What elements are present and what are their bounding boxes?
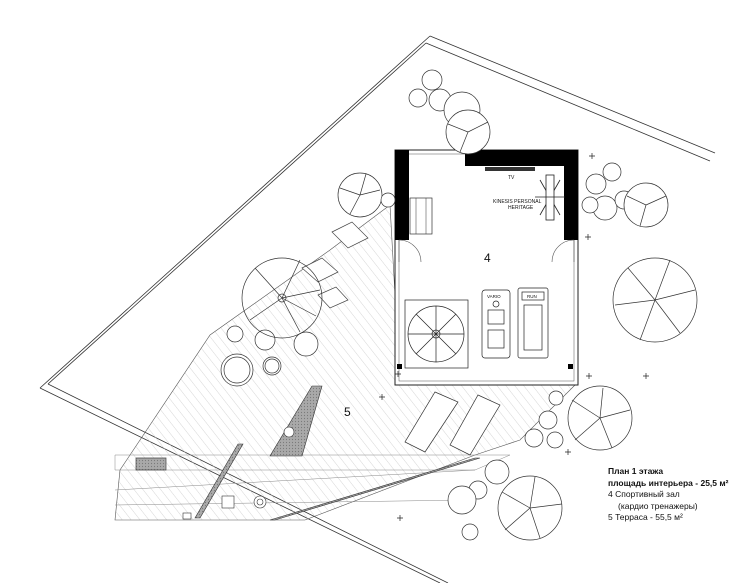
room-4-number: 4 bbox=[484, 251, 491, 265]
parasol-tree-left bbox=[241, 257, 323, 339]
grid-markers bbox=[379, 153, 649, 521]
wall-north bbox=[465, 150, 578, 166]
legend-title-line2: площадь интерьера - 25,5 м² bbox=[608, 477, 729, 488]
wall-east bbox=[564, 150, 578, 240]
legend-item-4: 4 Спортивный зал bbox=[608, 489, 680, 499]
run-treadmill bbox=[517, 287, 549, 359]
room-5-number: 5 bbox=[344, 405, 351, 419]
outdoor-stools bbox=[220, 325, 319, 387]
kinesis-label-line2: HERITAGE bbox=[508, 205, 534, 211]
run-label: RUN bbox=[527, 294, 537, 299]
kinesis-machine bbox=[535, 174, 565, 221]
kinesis-label-line1: KINESIS PERSONAL bbox=[493, 199, 542, 205]
legend-title-line1: План 1 этажа bbox=[608, 466, 664, 476]
plan-legend: План 1 этажа площадь интерьера - 25,5 м²… bbox=[608, 466, 748, 524]
legend-item-5: 5 Терраса - 55,5 м² bbox=[608, 512, 683, 522]
gym-building bbox=[394, 149, 579, 386]
trees bbox=[337, 69, 698, 541]
spiral-staircase bbox=[404, 299, 469, 369]
terrace-planters bbox=[182, 385, 481, 521]
wall-west bbox=[395, 150, 409, 240]
tv-unit bbox=[485, 167, 535, 171]
legend-item-4-detail: (кардио тренажеры) bbox=[618, 500, 698, 511]
vario-label: VARIO bbox=[487, 294, 501, 299]
vario-machine bbox=[481, 289, 511, 359]
stepping-stones bbox=[135, 221, 369, 471]
sun-loungers bbox=[404, 391, 501, 456]
tv-label: TV bbox=[508, 175, 515, 181]
